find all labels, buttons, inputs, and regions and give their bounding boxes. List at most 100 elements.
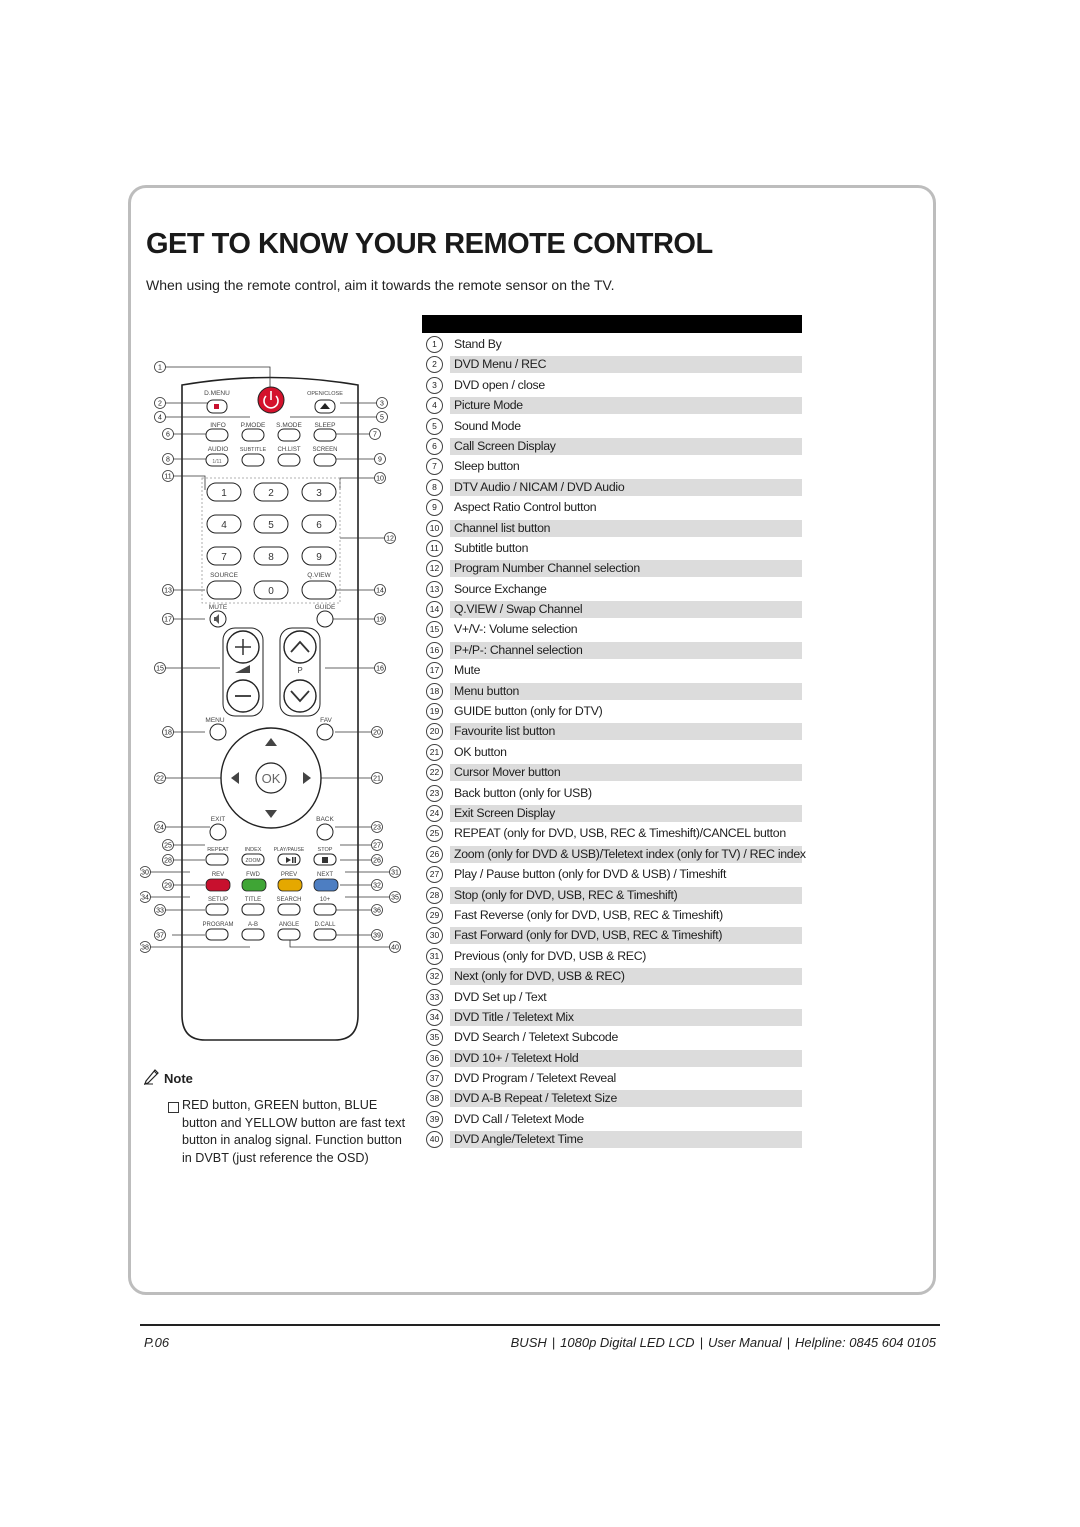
svg-text:40: 40 <box>391 945 399 952</box>
label-s-mode: S.MODE <box>276 422 302 429</box>
label-d-menu: D.MENU <box>204 390 230 397</box>
label-source: SOURCE <box>210 572 238 579</box>
legend-text: DVD Search / Teletext Subcode <box>454 1030 619 1045</box>
legend-number: 31 <box>426 947 443 965</box>
svg-text:39: 39 <box>373 933 381 940</box>
svg-text:8: 8 <box>166 457 170 464</box>
label-mute: MUTE <box>209 604 228 611</box>
legend-text: Back button (only for USB) <box>454 785 592 800</box>
legend-row-shade <box>450 437 802 455</box>
svg-text:9: 9 <box>378 457 382 464</box>
legend-header-bar <box>422 315 802 333</box>
svg-text:37: 37 <box>156 933 164 940</box>
label-info: INFO <box>210 422 226 429</box>
legend-number: 9 <box>426 499 443 517</box>
legend-row-shade <box>450 336 802 353</box>
legend-text: Aspect Ratio Control button <box>454 500 597 515</box>
legend-number: 11 <box>426 539 443 557</box>
legend-text: Sound Mode <box>454 418 521 433</box>
legend-number: 10 <box>426 519 443 537</box>
digit-0: 0 <box>268 586 274 597</box>
legend-text: Favourite list button <box>454 724 556 739</box>
label-search: SEARCH <box>276 897 301 903</box>
label-title: TITLE <box>245 897 261 903</box>
legend-number: 21 <box>426 743 443 761</box>
label-play-pause: PLAY/PAUSE <box>274 847 305 853</box>
svg-text:13: 13 <box>164 588 172 595</box>
label-sleep: SLEEP <box>315 422 336 429</box>
label-repeat: REPEAT <box>207 847 229 853</box>
footer-brand: BUSH <box>510 1335 547 1350</box>
legend-row-shade <box>450 1131 802 1149</box>
digit-9: 9 <box>316 552 322 563</box>
label-subtitle: SUBTITLE <box>240 447 267 453</box>
digit-2: 2 <box>268 488 274 499</box>
note-bullet-box <box>168 1102 179 1113</box>
legend-row-shade <box>450 519 802 537</box>
digit-8: 8 <box>268 552 274 563</box>
legend-text: Fast Reverse (only for DVD, USB, REC & T… <box>454 907 723 922</box>
footer-doc: User Manual <box>707 1335 782 1350</box>
svg-text:21: 21 <box>373 776 381 783</box>
svg-text:12: 12 <box>386 536 394 543</box>
label-open-close: OPEN/CLOSE <box>307 391 343 397</box>
legend-row-shade <box>450 601 802 619</box>
svg-text:36: 36 <box>373 908 381 915</box>
svg-text:10: 10 <box>376 476 384 483</box>
legend-text: Source Exchange <box>454 581 547 596</box>
page-number: P.06 <box>144 1335 170 1350</box>
digit-1: 1 <box>221 488 227 499</box>
svg-text:24: 24 <box>156 825 164 832</box>
legend-row-shade <box>450 682 802 700</box>
footer-helpline: Helpline: 0845 604 0105 <box>795 1335 936 1350</box>
label-fwd: FWD <box>246 872 260 878</box>
pencil-icon <box>144 1069 159 1085</box>
legend-text: Cursor Mover button <box>454 765 561 780</box>
legend-row-shade <box>450 927 802 945</box>
label-fav: FAV <box>320 717 332 724</box>
legend-row-shade <box>450 968 802 986</box>
legend-number: 23 <box>426 784 443 802</box>
label-prev: PREV <box>281 872 297 878</box>
label-exit: EXIT <box>211 816 225 823</box>
svg-text:17: 17 <box>164 617 172 624</box>
label-ch-list: CH.LIST <box>277 447 300 453</box>
legend-number: 16 <box>426 641 443 659</box>
svg-text:32: 32 <box>373 883 381 890</box>
legend-text: Next (only for DVD, USB & REC) <box>454 969 625 984</box>
legend-text: DVD Angle/Teletext Time <box>454 1132 584 1147</box>
svg-text:26: 26 <box>373 858 381 865</box>
svg-text:15: 15 <box>156 666 164 673</box>
note-title: Note <box>164 1071 193 1086</box>
label-a-b: A-B <box>248 922 258 928</box>
label-program: PROGRAM <box>202 922 233 928</box>
label-next: NEXT <box>317 872 333 878</box>
legend-number: 30 <box>426 927 443 945</box>
svg-text:34: 34 <box>141 895 149 902</box>
legend-text: V+/V-: Volume selection <box>454 622 578 637</box>
label-one-two: 1/11 <box>212 459 222 465</box>
digit-6: 6 <box>316 520 322 531</box>
svg-text:28: 28 <box>164 858 172 865</box>
legend-item: 9 Aspect Ratio Control button <box>422 498 802 518</box>
legend-number: 37 <box>426 1070 443 1088</box>
legend-item: 23 Back button (only for USB) <box>422 784 802 804</box>
label-audio: AUDIO <box>208 446 229 453</box>
svg-text:23: 23 <box>373 825 381 832</box>
